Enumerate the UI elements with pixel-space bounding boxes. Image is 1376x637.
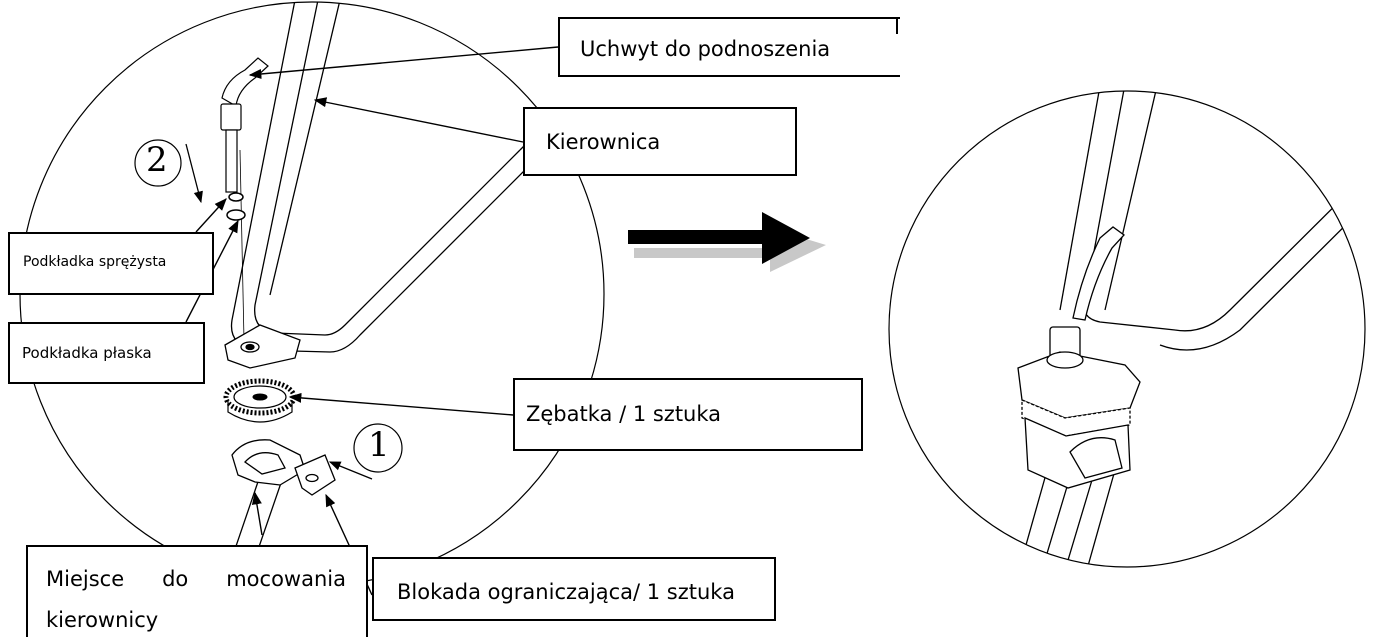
step-1-circle	[353, 423, 403, 473]
right-detail-circle	[888, 90, 1366, 568]
label-gear: Zębatka / 1 sztuka	[526, 402, 722, 426]
leader-spring-washer	[195, 198, 227, 233]
label-lock: Blokada ograniczająca/ 1 sztuka	[397, 580, 735, 604]
frame-bracket-part	[224, 324, 301, 369]
box-edge-stub	[896, 17, 898, 34]
label-box-flat-washer	[8, 322, 205, 384]
label-spring-washer: Podkładka sprężysta	[23, 254, 167, 270]
mount-label-word: do	[162, 567, 189, 591]
label-box-lock	[372, 557, 776, 621]
leader-lines	[185, 46, 559, 596]
label-mount-line2: kierownicy	[46, 608, 159, 632]
leader-handlebar	[313, 97, 524, 143]
step-2-circle	[134, 139, 182, 187]
assembled-mechanism	[1017, 226, 1141, 489]
flat-washer-part	[226, 209, 246, 221]
label-lifting-handle: Uchwyt do podnoszenia	[580, 37, 831, 61]
label-flat-washer: Podkładka płaska	[22, 344, 152, 362]
label-box-gear	[513, 378, 863, 451]
label-box-handlebar	[523, 107, 797, 176]
step-2-direction-arrow	[185, 143, 203, 204]
leader-lifting-handle	[248, 46, 559, 79]
gear-part	[223, 378, 297, 423]
spring-washer-part	[228, 192, 244, 202]
label-box-spring-washer	[8, 232, 214, 295]
step-2-number: 2	[146, 140, 168, 180]
frame-tubes	[204, 2, 604, 586]
label-box-mount	[26, 545, 368, 637]
mount-label-word: mocowania	[226, 567, 346, 591]
label-handlebar: Kierownica	[546, 130, 661, 154]
step-1-direction-arrow	[328, 461, 373, 480]
step-1-number: 1	[368, 425, 390, 465]
assembled-view	[888, 90, 1366, 568]
leader-mount	[251, 491, 263, 536]
label-box-lifting-handle	[558, 17, 900, 77]
leader-gear	[288, 392, 514, 416]
exploded-view	[19, 1, 605, 587]
transition-arrow	[628, 212, 826, 272]
mount-label-word: Miejsce	[46, 567, 125, 591]
clamp-part	[231, 439, 336, 496]
label-mount-line1: Miejsce do mocowania	[46, 567, 346, 591]
